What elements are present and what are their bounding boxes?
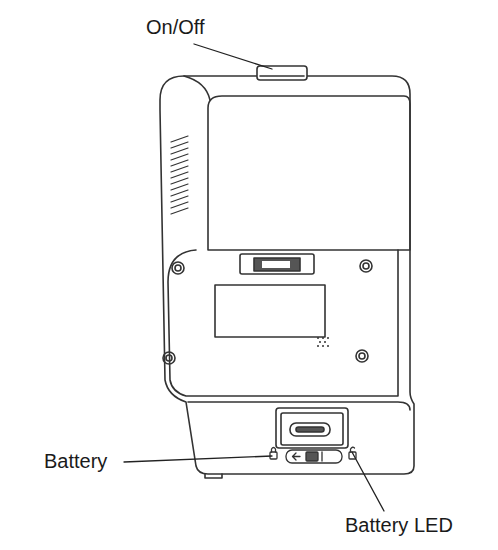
part-label: Battery LED xyxy=(345,514,453,537)
device-foot xyxy=(205,474,222,478)
back-panel xyxy=(168,250,398,396)
part-label: Battery xyxy=(44,450,107,473)
power-button xyxy=(257,66,307,80)
hinge-connector xyxy=(240,254,314,274)
device-housing xyxy=(160,76,414,474)
top-edge xyxy=(184,76,210,100)
leader-line xyxy=(352,452,384,511)
screw-holes xyxy=(163,260,372,364)
vent-slots xyxy=(171,136,188,214)
power-button-edge xyxy=(260,75,304,77)
top-cover xyxy=(208,96,410,250)
battery-switch xyxy=(270,447,356,463)
label-plate xyxy=(215,285,325,337)
leader-line xyxy=(124,456,272,462)
speaker-holes xyxy=(317,337,329,347)
battery-compartment xyxy=(276,408,348,448)
leader-line xyxy=(194,44,272,69)
leader-lines xyxy=(124,44,384,511)
part-label: On/Off xyxy=(146,16,205,39)
